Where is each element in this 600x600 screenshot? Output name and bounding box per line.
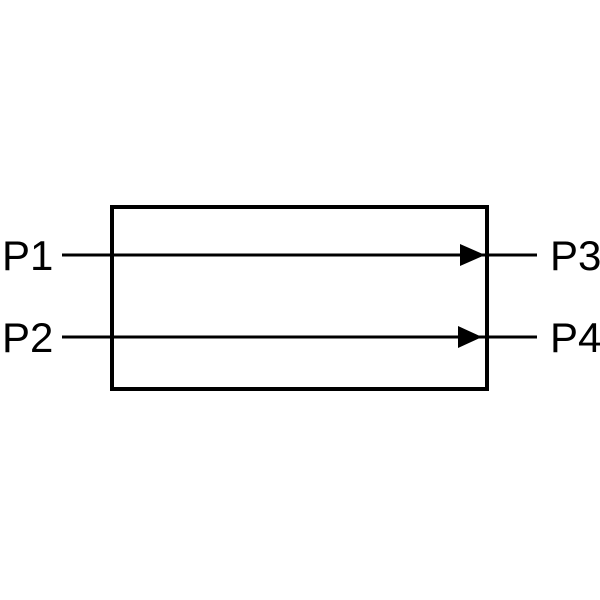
arrowhead-icon — [458, 326, 482, 348]
port-label-p1: P1 — [2, 232, 53, 279]
connection-p1-p3 — [62, 244, 537, 266]
connection-p2-p4 — [62, 326, 537, 348]
block-rectangle — [110, 205, 489, 391]
port-label-p2: P2 — [2, 314, 53, 361]
port-label-p3: P3 — [550, 232, 600, 279]
port-label-p4: P4 — [550, 314, 600, 361]
arrowhead-icon — [460, 244, 485, 266]
